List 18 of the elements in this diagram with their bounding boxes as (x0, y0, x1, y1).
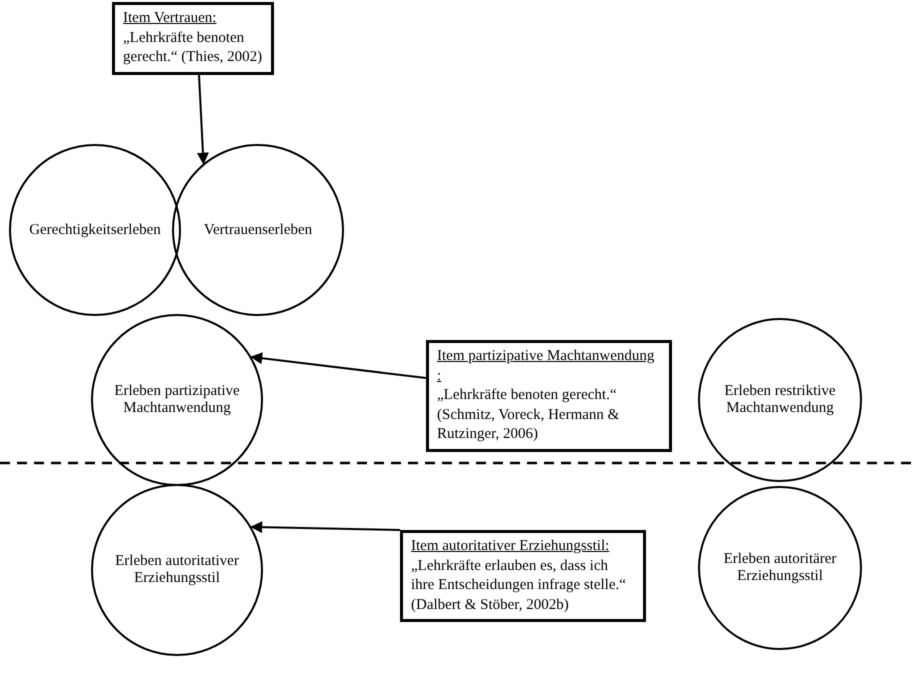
arrow (250, 352, 426, 379)
item-box (426, 340, 672, 452)
venn-circle: Erleben restriktive Machtanwendung (698, 318, 862, 482)
venn-circle: Erleben partizipative Machtanwendung (91, 314, 263, 486)
venn-circle: Erleben autoritärer Erziehungsstil (698, 486, 862, 650)
item-heading: Item autoritativer Erziehungsstil: (411, 537, 610, 556)
item-quote: „Lehrkräfte benoten gerecht.“ (Thies, 2002) (123, 28, 263, 67)
item-box (400, 530, 646, 622)
item-quote: „Lehrkräfte benoten gerecht.“ (Schmitz, Voreck, Hermann & Rutzinger, 2006) (437, 386, 620, 444)
arrow (196, 74, 209, 165)
venn-circle: Erleben autoritativer Erziehungsstil (91, 484, 263, 656)
item-heading: Item Vertrauen: (123, 9, 218, 28)
item-quote: „Lehrkräfte erlauben es, dass ich ihre Entscheidungen infrage stelle.“ (Dalbert & Stöber, 2002b) (411, 556, 627, 614)
item-box (112, 2, 274, 74)
arrow (250, 521, 400, 534)
venn-circle: Gerechtigkeitserleben (9, 144, 181, 316)
venn-circle: Vertrauenserleben (172, 144, 344, 316)
item-heading: Item partizipative Machtanwendung : (437, 347, 656, 386)
